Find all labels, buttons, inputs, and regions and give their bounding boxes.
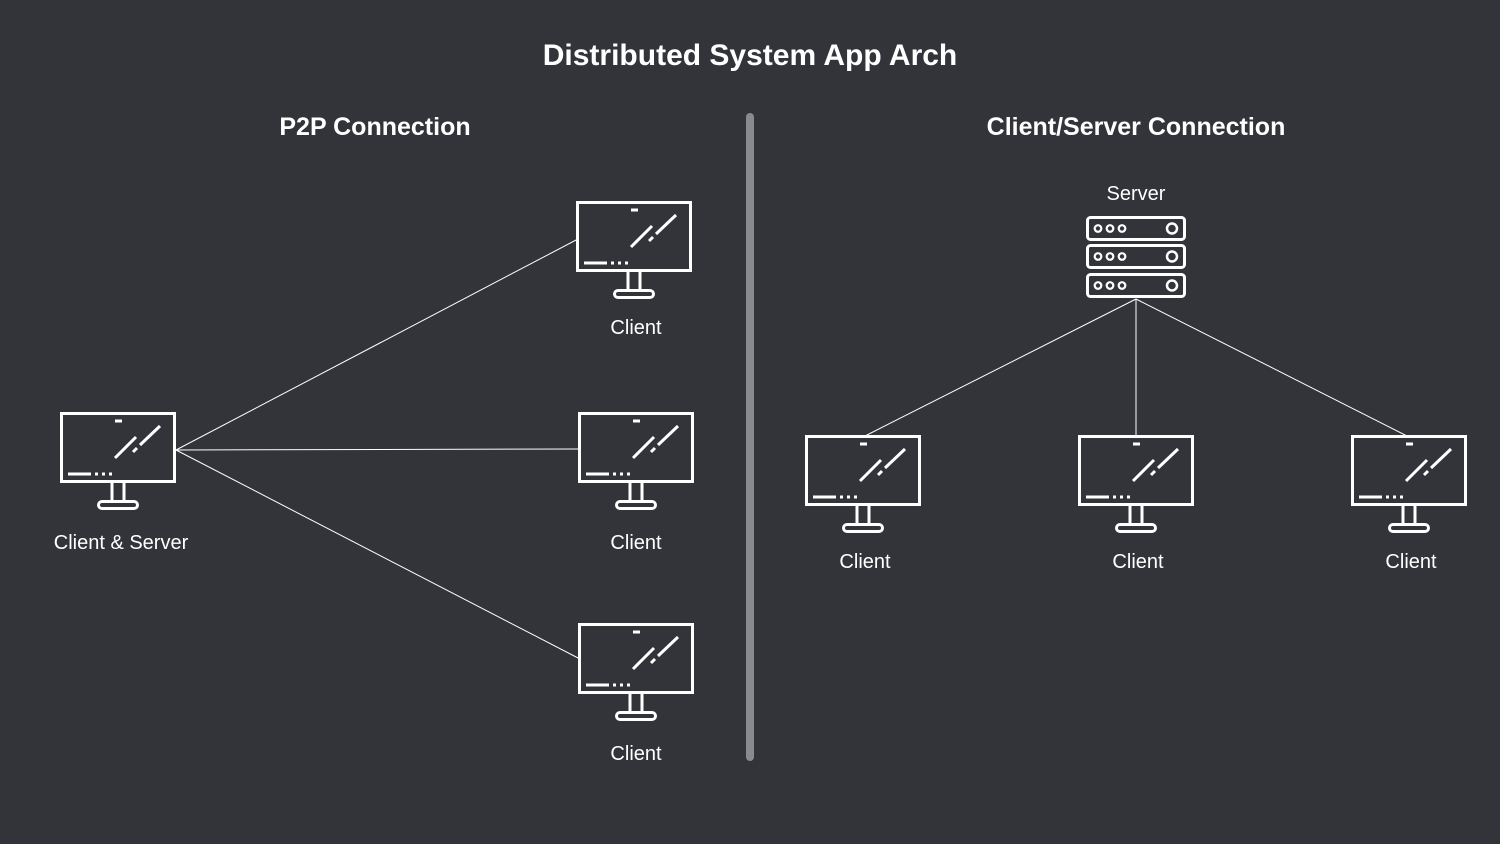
p2p-link-1 <box>175 238 579 451</box>
cs-client-3-label: Client <box>1385 551 1437 573</box>
p2p-link-2 <box>175 448 581 451</box>
p2p-peer-3-monitor-icon <box>578 623 694 721</box>
client-server-section-title: Client/Server Connection <box>986 113 1286 141</box>
p2p-link-3 <box>175 449 581 660</box>
server-label: Server <box>1106 183 1166 205</box>
p2p-peer-2-monitor-icon <box>578 412 694 510</box>
server-rack-icon <box>1086 216 1186 298</box>
p2p-hub-monitor-icon <box>60 412 176 510</box>
cs-client-1-label: Client <box>839 551 891 573</box>
p2p-peer-2-label: Client <box>610 532 662 554</box>
cs-client-2-monitor-icon <box>1078 435 1194 533</box>
p2p-peer-1-label: Client <box>610 317 662 339</box>
cs-link-1 <box>862 298 1137 438</box>
cs-client-1-monitor-icon <box>805 435 921 533</box>
cs-link-3 <box>1135 298 1410 438</box>
p2p-peer-1-monitor-icon <box>576 201 692 299</box>
section-divider <box>746 113 754 761</box>
p2p-section-title: P2P Connection <box>279 113 471 141</box>
cs-client-2-label: Client <box>1112 551 1164 573</box>
p2p-peer-3-label: Client <box>610 743 662 765</box>
p2p-hub-label: Client & Server <box>53 532 189 554</box>
diagram-title: Distributed System App Arch <box>542 39 958 72</box>
cs-client-3-monitor-icon <box>1351 435 1467 533</box>
